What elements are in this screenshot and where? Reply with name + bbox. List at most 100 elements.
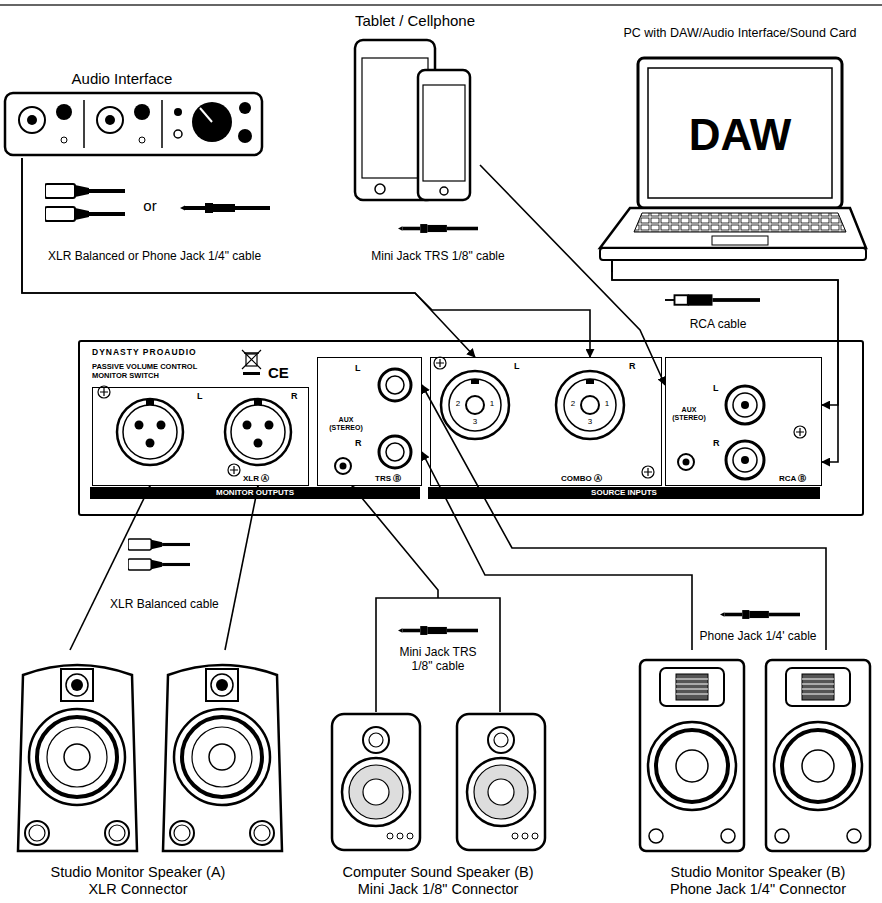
audio-interface-device	[200, 108, 212, 122]
audio-interface-device	[56, 104, 72, 120]
device-node: PC with DAW/Audio Interface/Sound CardDA…	[588, 22, 872, 272]
pin-number: 3	[588, 417, 592, 426]
pin-number-holder: 1	[605, 399, 609, 408]
channel-label: L	[514, 361, 520, 371]
tablet-phone-drawing	[375, 184, 385, 194]
cable-icon	[128, 559, 190, 570]
cable-caption: or	[143, 197, 156, 214]
weee-bin-icon	[243, 372, 260, 375]
cable-connector	[422, 385, 826, 650]
channel-label-holder: R	[629, 361, 636, 371]
cable-connector	[70, 486, 150, 650]
cable-icon	[665, 294, 760, 305]
section-label-holder: TRS Ⓑ	[375, 474, 401, 483]
panel-jacks	[225, 399, 291, 465]
panel-screws	[98, 357, 806, 478]
panel-title: PASSIVE VOLUME CONTROL MONITOR SWITCH	[92, 363, 204, 380]
jack-section: AUX (STEREO)LRRCA Ⓑ	[665, 357, 822, 486]
laptop-drawing	[600, 208, 866, 248]
panel-bars	[428, 487, 820, 499]
tablet-phone-drawing	[423, 85, 465, 181]
channel-label-holder: L	[514, 361, 520, 371]
panel-jacks	[726, 386, 764, 424]
panel-title-holder: PASSIVE VOLUME CONTROL MONITOR SWITCH	[92, 363, 204, 380]
audio-interface-device	[139, 137, 145, 143]
cable-connector	[612, 272, 838, 462]
channel-label: R	[629, 361, 636, 371]
cable-caption: XLR Balanced cable	[110, 598, 219, 612]
laptop-drawing	[638, 58, 842, 208]
audio-interface-device	[134, 104, 150, 120]
weee-bin-icon	[242, 350, 261, 375]
panel-jacks	[379, 436, 411, 468]
laptop-drawing	[648, 68, 832, 198]
speaker-drawing	[163, 665, 282, 851]
aux-label-holder: AUX (STEREO)	[670, 406, 708, 422]
device-title: Audio Interface	[72, 70, 173, 87]
channel-label-holder: L	[355, 363, 361, 373]
section-label-holder: RCA Ⓑ	[779, 474, 806, 483]
audio-interface-device	[5, 93, 262, 155]
aux-label-holder: AUX (STEREO)	[327, 416, 365, 432]
audio-interface-device	[238, 129, 252, 143]
panel-jacks	[335, 458, 351, 474]
screen-text-holder: DAW	[689, 110, 792, 161]
speaker-caption-holder: Studio Monitor Speaker (A) XLR Connector	[40, 864, 236, 897]
channel-label: R	[713, 438, 720, 448]
device-title-holder: Tablet / Cellphone	[355, 12, 475, 29]
panel-jacks	[441, 371, 509, 439]
cable-icon	[398, 626, 478, 635]
audio-interface-device	[27, 115, 37, 125]
cable-connector	[422, 452, 692, 650]
device-title-holder: PC with DAW/Audio Interface/Sound Card	[624, 26, 857, 40]
cable-connector	[612, 272, 838, 405]
panel-jacks	[117, 399, 183, 465]
speaker-drawing	[18, 660, 870, 851]
cable-icon	[45, 207, 125, 221]
cable-caption-holder: or	[143, 197, 156, 214]
audio-interface-device	[174, 108, 182, 116]
speaker-drawing	[18, 665, 137, 851]
channel-label-holder: R	[713, 438, 720, 448]
speaker-node: Studio Monitor Speaker (B) Phone Jack 1/…	[632, 650, 874, 902]
pin-number: 2	[571, 399, 575, 408]
cable-caption-holder: XLR Balanced cable	[110, 598, 219, 612]
jack-section: L R COMBO Ⓐ	[430, 357, 662, 486]
speaker-drawing	[766, 660, 870, 851]
speaker-drawing	[640, 660, 744, 851]
laptop-drawing	[600, 58, 866, 272]
pin-number: 2	[456, 399, 460, 408]
pin-number-holder: 1	[490, 399, 494, 408]
channel-label-holder: R	[291, 391, 298, 401]
audio-interface-device	[5, 93, 262, 155]
channel-label: R	[355, 438, 362, 448]
speaker-caption-holder: Computer Sound Speaker (B) Mini Jack 1/8…	[334, 864, 542, 897]
bar-label-holder: MONITOR OUTPUTS	[213, 488, 297, 497]
section-label-holder: COMBO Ⓐ	[561, 474, 602, 483]
panel-jacks	[678, 454, 694, 470]
pin-number-holder: 3	[473, 417, 477, 426]
section-label: COMBO Ⓐ	[561, 474, 602, 483]
cable-caption-holder: Phone Jack 1/4' cable	[699, 630, 816, 644]
device-title: PC with DAW/Audio Interface/Sound Card	[624, 26, 857, 40]
cable-connector	[480, 165, 665, 385]
channel-label: R	[291, 391, 298, 401]
speaker-node: Studio Monitor Speaker (A) XLR Connector	[10, 650, 280, 902]
panel-screws	[228, 464, 240, 476]
cable-caption-holder: XLR Balanced or Phone Jack 1/4" cable	[48, 250, 261, 264]
cable-caption: RCA cable	[690, 318, 747, 332]
switch-panel: DYNASTY PROAUDIOPASSIVE VOLUME CONTROL M…	[78, 340, 864, 516]
pin-number-holder: 2	[456, 399, 460, 408]
cable-caption-holder: RCA cable	[690, 318, 747, 332]
aux-label: AUX (STEREO)	[670, 406, 708, 422]
top-rule	[0, 4, 882, 6]
pin-number: 1	[490, 399, 494, 408]
section-label: XLR Ⓐ	[243, 474, 269, 483]
cable-connector	[22, 158, 590, 357]
audio-interface-device	[192, 102, 232, 142]
cable-connector	[225, 486, 258, 650]
aux-label: AUX (STEREO)	[327, 416, 365, 432]
cable-icon	[45, 184, 125, 198]
jack-section: LRXLR Ⓐ	[92, 387, 309, 486]
